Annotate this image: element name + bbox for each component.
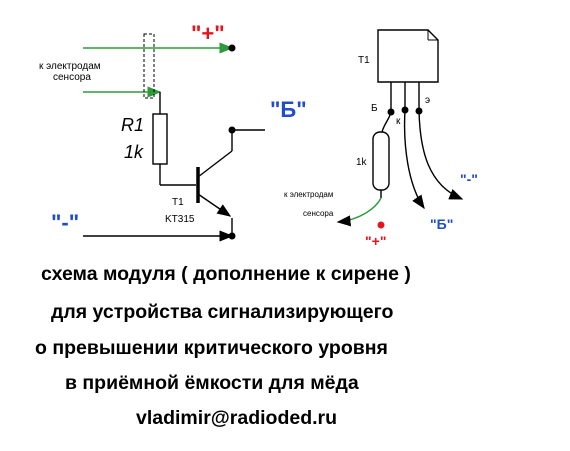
resistor-r1-value: 1k xyxy=(124,142,144,162)
caption-line-1: схема модуля ( дополнение к сирене ) xyxy=(41,263,411,285)
caption-line-2: для устройства сигнализирующего xyxy=(51,301,394,323)
b-output-label: "Б" xyxy=(270,97,307,122)
assembly-emitter-wire xyxy=(418,110,464,200)
schematic: "+" к электродам сенсора R1 1k T1 KT315 … xyxy=(39,21,307,242)
assembly-transistor-name: T1 xyxy=(358,55,370,66)
assembly-sensor-label-line2: сенсора xyxy=(303,209,334,218)
transistor-type: KT315 xyxy=(165,214,195,225)
transistor-package xyxy=(377,29,439,83)
resistor-r1 xyxy=(152,113,168,165)
assembly-resistor-value: 1k xyxy=(356,157,368,168)
assembly-plus-label: "+" xyxy=(365,233,386,249)
assembly-sensor-wire xyxy=(336,197,382,227)
assembly-sensor-label-line1: к электродам xyxy=(284,190,333,199)
caption-line-5: vladimir@radioded.ru xyxy=(136,407,338,429)
assembly-plus-dot xyxy=(377,221,385,229)
minus-terminal-dot xyxy=(228,232,236,240)
plus-label: "+" xyxy=(191,21,225,46)
assembly-resistor xyxy=(372,131,390,191)
pin-k-label: к xyxy=(396,116,401,127)
assembly-minus-label: "-" xyxy=(460,171,478,187)
assembly-sketch: T1 Б к э 1k к электродам сенсора "+" "Б"… xyxy=(284,29,478,249)
sensor-label-line1: к электродам xyxy=(39,61,101,72)
b-terminal-dot xyxy=(228,126,236,134)
caption-line-4: в приёмной ёмкости для мёда xyxy=(65,372,359,394)
base-lead-to-resistor xyxy=(381,111,392,133)
transistor-collector xyxy=(197,150,233,178)
transistor-name: T1 xyxy=(172,197,184,208)
plus-terminal-dot xyxy=(228,44,236,52)
caption-line-3: о превышении критического уровня xyxy=(35,337,388,359)
assembly-b-label: "Б" xyxy=(430,216,453,232)
transistor-emitter xyxy=(197,193,232,217)
assembly-collector-wire xyxy=(403,109,425,210)
resistor-r1-name: R1 xyxy=(121,115,144,135)
pin-e-label: э xyxy=(425,95,430,106)
minus-label: "-" xyxy=(51,210,79,235)
sensor-dashed-box xyxy=(143,33,155,99)
sensor-label-line2: сенсора xyxy=(53,72,91,83)
pin-b-label: Б xyxy=(371,103,378,114)
